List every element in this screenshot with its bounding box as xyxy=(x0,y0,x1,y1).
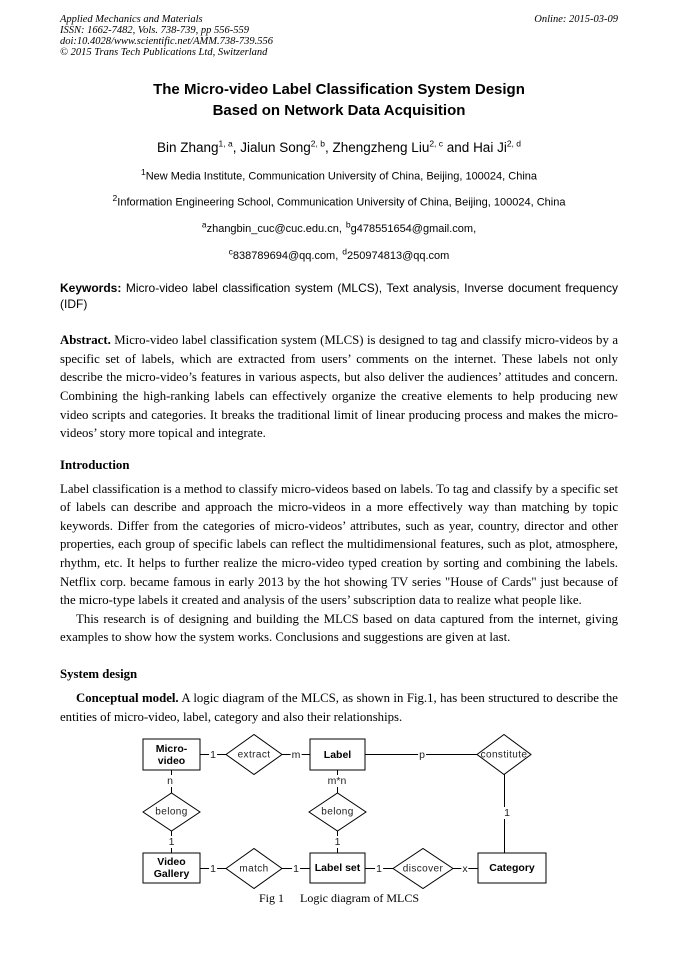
conceptual-model-paragraph: Conceptual model. A logic diagram of the… xyxy=(60,689,618,726)
email-text: 838789694@qq.com, xyxy=(232,250,339,263)
journal-copyright: © 2015 Trans Tech Publications Ltd, Swit… xyxy=(60,47,268,58)
figure-caption-label: Fig 1 xyxy=(259,891,285,906)
cardinality: 1 xyxy=(167,836,176,849)
affiliation-2: 2Information Engineering School, Communi… xyxy=(60,191,618,210)
conceptual-model-text: A logic diagram of the MLCS, as shown in… xyxy=(60,691,618,724)
relation-belong-left: belong xyxy=(155,806,188,818)
author-name: Bin Zhang xyxy=(156,139,219,155)
author-sup: 2, b xyxy=(310,138,325,148)
diagram-lines xyxy=(142,734,547,890)
entity-label-set: Label set xyxy=(315,862,361,874)
affiliation-sup: 1 xyxy=(140,166,146,177)
author: Jialun Song2, b, xyxy=(240,138,333,155)
entity-label: video xyxy=(157,754,186,767)
page-content: Applied Mechanics and Materials ISSN: 16… xyxy=(0,14,678,917)
author-line: Bin Zhang1, a, Jialun Song2, b, Zhengzhe… xyxy=(60,134,618,157)
abstract-text: Micro-video label classification system … xyxy=(60,333,618,441)
cardinality: 1 xyxy=(333,836,342,849)
email: d250974813@qq.com xyxy=(342,246,450,263)
relation-match: match xyxy=(239,863,269,875)
journal-info: Applied Mechanics and Materials ISSN: 16… xyxy=(60,14,273,58)
entity-label: Gallery xyxy=(153,868,190,881)
relation-discover: discover xyxy=(402,863,444,875)
email-text: zhangbin_cuc@cuc.edu.cn, xyxy=(206,223,342,236)
cardinality: 1 xyxy=(209,748,217,761)
author-name: Zhengzheng Liu xyxy=(332,139,430,155)
author: Zhengzheng Liu2, c and xyxy=(332,138,474,155)
entity-label: Label xyxy=(323,748,352,761)
journal-header: Applied Mechanics and Materials ISSN: 16… xyxy=(60,14,618,58)
cardinality: 1 xyxy=(292,862,300,875)
author-sup: 1, a xyxy=(218,138,233,148)
email-sup: d xyxy=(342,246,348,257)
conceptual-model-label: Conceptual model. xyxy=(76,691,179,706)
entity-video-gallery: Video Gallery xyxy=(154,856,190,880)
introduction-paragraph-1: Label classification is a method to clas… xyxy=(60,481,618,608)
email: azhangbin_cuc@cuc.edu.cn, xyxy=(201,219,342,236)
journal-doi: doi:10.4028/www.scientific.net/AMM.738-7… xyxy=(60,36,273,47)
cardinality: p xyxy=(418,748,426,761)
author-sep: and xyxy=(443,139,474,155)
relation-constitute: constitute xyxy=(480,749,528,761)
entity-category: Category xyxy=(489,862,535,874)
email: c838789694@qq.com, xyxy=(229,246,339,263)
relation-extract: extract xyxy=(237,749,271,761)
author-sup: 2, c xyxy=(429,138,444,148)
cardinality: 1 xyxy=(503,807,511,820)
cardinality: x xyxy=(461,862,469,875)
online-date: Online: 2015-03-09 xyxy=(534,14,618,25)
entity-micro-video: Micro- video xyxy=(156,743,188,767)
author-sep: , xyxy=(232,139,241,155)
figure-caption: Fig 1 Logic diagram of MLCS xyxy=(0,891,678,906)
email: bg478551654@gmail.com, xyxy=(345,219,477,236)
email-line-2: c838789694@qq.com,d250974813@qq.com xyxy=(60,244,618,263)
figure-1-diagram: Micro- video Label Video Gallery Label s… xyxy=(0,731,678,917)
journal-name: Applied Mechanics and Materials xyxy=(60,14,203,25)
author: Hai Ji2, d xyxy=(473,138,522,155)
relation-belong-mid: belong xyxy=(321,806,354,818)
introduction-paragraph-2: This research is of designing and buildi… xyxy=(60,611,618,645)
entity-label: Category xyxy=(489,862,535,875)
author: Bin Zhang1, a, xyxy=(156,138,241,155)
entity-label: Label xyxy=(324,749,351,761)
section-heading-introduction: Introduction xyxy=(60,457,130,472)
entity-label: Micro- xyxy=(155,742,188,755)
section-heading-system-design: System design xyxy=(60,667,138,682)
affiliation-text: Information Engineering School, Communic… xyxy=(117,196,566,209)
paper-title: The Micro-video Label Classification Sys… xyxy=(60,79,618,121)
email-line-1: azhangbin_cuc@cuc.edu.cn,bg478551654@gma… xyxy=(60,218,618,237)
email-sup: a xyxy=(201,219,207,230)
paper-title-line2: Based on Network Data Acquisition xyxy=(212,102,466,119)
keywords-label: Keywords: xyxy=(60,281,122,296)
entity-label: Label set xyxy=(314,862,361,875)
cardinality: n xyxy=(166,775,174,788)
author-sep: , xyxy=(324,139,333,155)
author-name: Jialun Song xyxy=(240,139,311,155)
figure-caption-text: Logic diagram of MLCS xyxy=(300,891,419,906)
cardinality: 1 xyxy=(375,862,383,875)
email-text: g478551654@gmail.com, xyxy=(350,223,477,236)
email-sup: c xyxy=(228,246,233,257)
affiliation-text: New Media Institute, Communication Unive… xyxy=(145,170,538,183)
abstract-block: Abstract. Micro-video label classificati… xyxy=(60,331,618,443)
email-sup: b xyxy=(345,219,351,230)
cardinality: m xyxy=(290,748,302,761)
abstract-label: Abstract. xyxy=(60,333,111,348)
keywords-text: Micro-video label classification system … xyxy=(60,281,618,312)
paper-title-line1: The Micro-video Label Classification Sys… xyxy=(153,81,525,98)
affiliation-sup: 2 xyxy=(112,193,118,204)
author-name: Hai Ji xyxy=(473,139,507,155)
keywords-block: Keywords: Micro-video label classificati… xyxy=(60,280,618,312)
cardinality: m*n xyxy=(326,775,348,788)
email-text: 250974813@qq.com xyxy=(347,250,450,263)
cardinality: 1 xyxy=(209,862,217,875)
entity-label: Video xyxy=(157,856,186,869)
affiliation-1: 1New Media Institute, Communication Univ… xyxy=(60,165,618,184)
journal-issn: ISSN: 1662-7482, Vols. 738-739, pp 556-5… xyxy=(60,25,249,36)
author-sup: 2, d xyxy=(506,138,522,148)
